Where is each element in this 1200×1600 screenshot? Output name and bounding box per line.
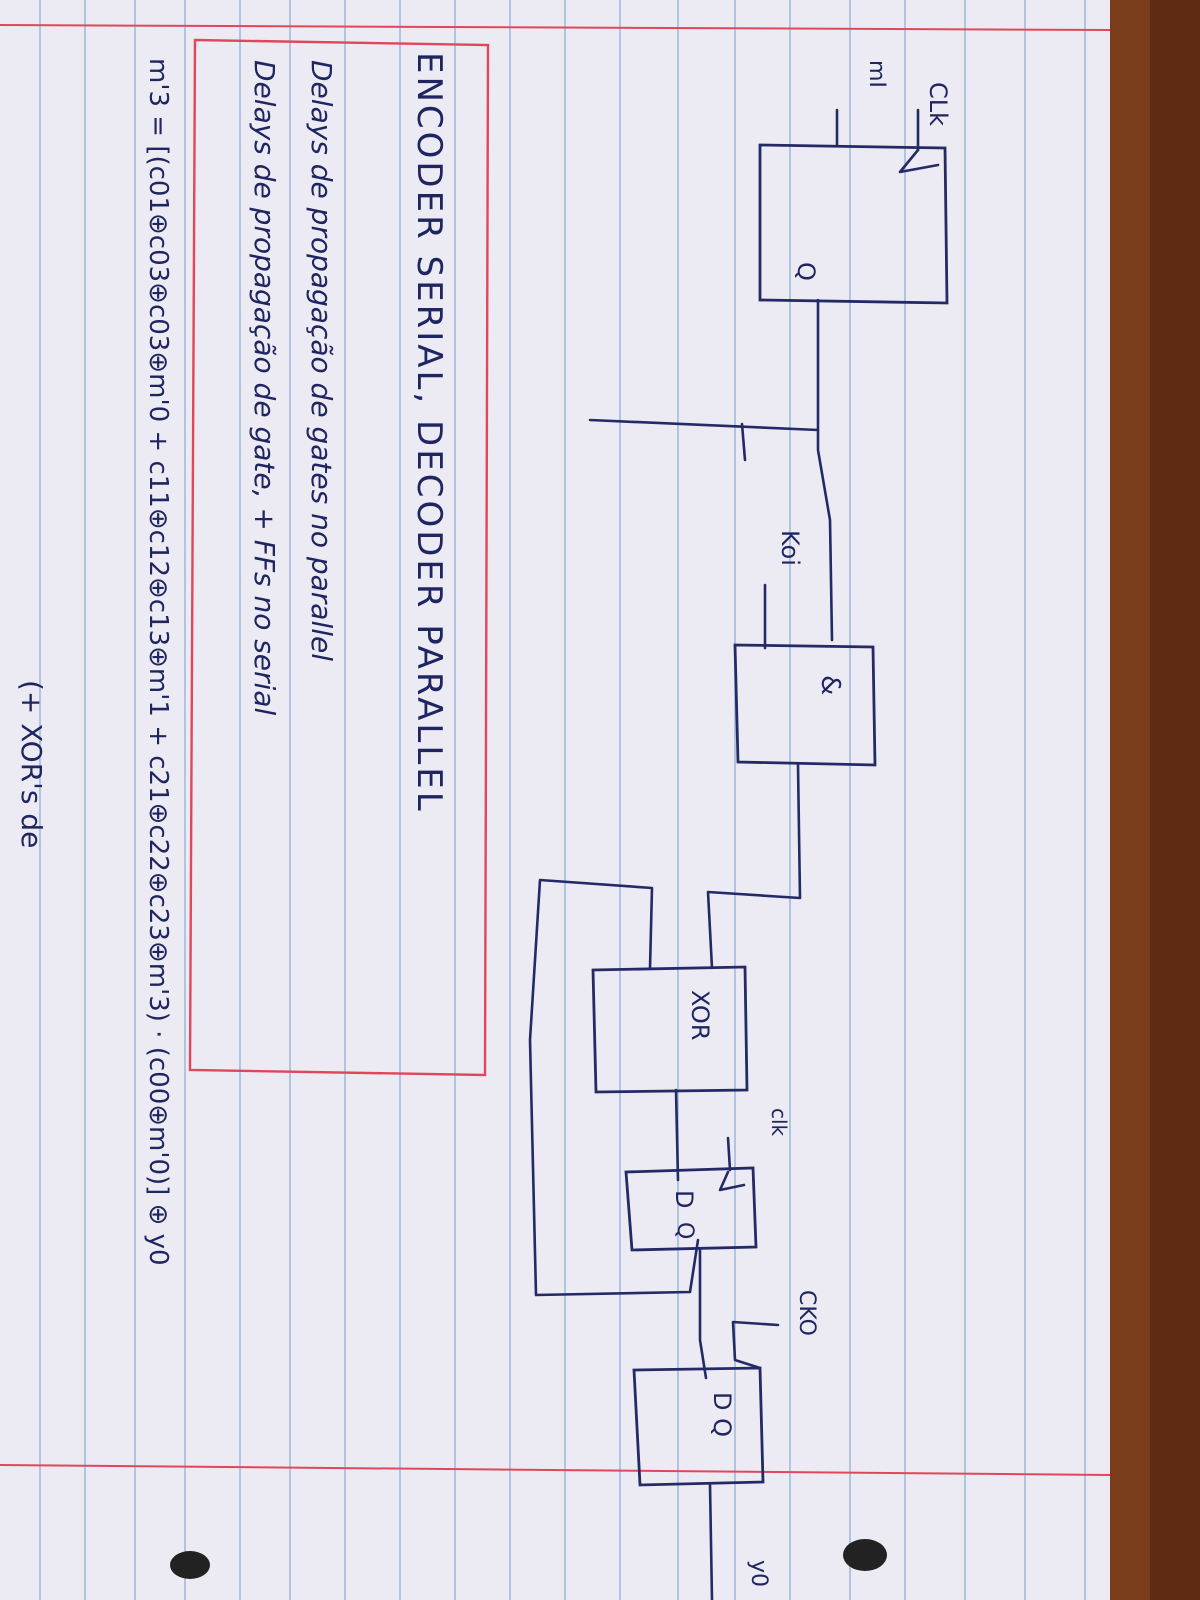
ff1-q-label: Q — [792, 262, 820, 281]
flipflop-2 — [624, 1166, 758, 1252]
equation-fragment: (+ XOR's de — [15, 680, 48, 848]
branch-wire — [588, 418, 820, 432]
output-label: y0 — [746, 1560, 771, 1587]
xor-to-ff2-wire — [674, 1088, 680, 1182]
ruled-lines — [39, 0, 1086, 1600]
ff2-to-ff3-wire — [698, 1248, 708, 1380]
and-gate — [733, 643, 877, 767]
ff2-clk-label: clk — [767, 1108, 791, 1137]
ff2-q-label: Q — [672, 1222, 697, 1239]
input-m-label: mI — [864, 60, 889, 88]
and-to-xor-wire — [706, 763, 802, 970]
margin-line-top — [0, 24, 1111, 31]
ff1-to-and-wire — [816, 298, 834, 642]
k-label: Koi — [776, 530, 804, 566]
and-label: & — [815, 675, 845, 695]
clock-triangle-1 — [898, 148, 940, 174]
ff1-clk-label: CLk — [924, 82, 952, 126]
output-wire — [708, 1483, 714, 1600]
feedback-loop — [528, 878, 700, 1297]
branch-tick — [740, 422, 747, 462]
ff3-dq-label: D Q — [708, 1392, 736, 1437]
flipflop-1 — [758, 143, 949, 305]
equation-main: m'3 = [(c01⊕c03⊕c03⊕m'0 + c11⊕c12⊕c13⊕m'… — [143, 58, 173, 1266]
ff2-clk-wire — [726, 1136, 732, 1172]
xor-label: XOR — [686, 990, 714, 1040]
ff2-d-label: D — [670, 1190, 698, 1208]
note-line-1: Delays de propagação de gates no paralle… — [305, 60, 338, 661]
note-box — [188, 38, 490, 1077]
clock-triangle-2 — [718, 1170, 746, 1192]
flipflop-3 — [632, 1366, 765, 1487]
binder-hole — [170, 1551, 210, 1579]
ff3-clk-wire — [731, 1320, 780, 1370]
ff3-clk-label: CKO — [794, 1290, 819, 1336]
note-title: ENCODER SERIAL, DECODER PARALLEL — [409, 52, 449, 814]
note-line-2: Delays de propagação de gate, + FFs no s… — [248, 60, 281, 715]
xor-gate — [591, 965, 749, 1094]
binder-hole — [843, 1539, 887, 1571]
margin-line-bottom — [0, 1464, 1111, 1476]
